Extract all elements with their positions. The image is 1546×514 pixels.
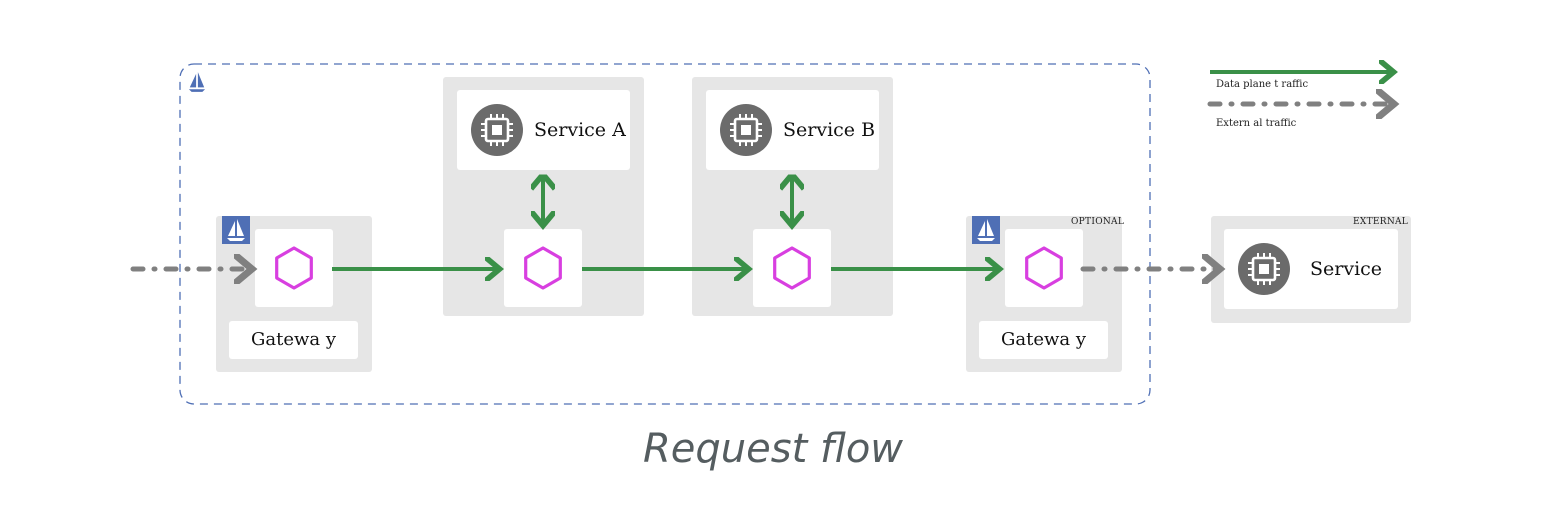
legend-external-label: Extern al traffic bbox=[1216, 118, 1297, 129]
ingress-proxy-box bbox=[255, 229, 333, 307]
ingress-gateway-label-box bbox=[229, 321, 358, 359]
service-b-label: Service B bbox=[783, 119, 876, 141]
ingress-proxy-hexagon-icon bbox=[275, 246, 313, 290]
mesh-boundary bbox=[179, 63, 1151, 405]
service-a-label: Service A bbox=[534, 119, 626, 141]
egress-proxy-box bbox=[1005, 229, 1083, 307]
external-service-chip-icon bbox=[1236, 241, 1292, 297]
service-a-proxy-hexagon-icon bbox=[524, 246, 562, 290]
external-tag: EXTERNAL bbox=[1353, 217, 1409, 227]
service-b-proxy-hexagon-icon bbox=[773, 246, 811, 290]
service-a-chip-icon bbox=[469, 102, 525, 158]
ingress-gateway-label: Gatewa y bbox=[250, 329, 337, 350]
egress-gateway-label-box bbox=[979, 321, 1108, 359]
service-b-chip-icon bbox=[718, 102, 774, 158]
optional-tag: OPTIONAL bbox=[1071, 217, 1125, 227]
diagram-title: Request flow bbox=[642, 426, 904, 472]
egress-proxy-hexagon-icon bbox=[1025, 246, 1063, 290]
egress-gateway-label: Gatewa y bbox=[1000, 329, 1087, 350]
external-service-label: Service bbox=[1310, 258, 1383, 280]
legend-data-plane-label: Data plane t raffic bbox=[1216, 79, 1309, 90]
service-a-proxy-box bbox=[504, 229, 582, 307]
ingress-sailboat-icon bbox=[227, 219, 245, 241]
service-b-proxy-box bbox=[753, 229, 831, 307]
mesh-sailboat-icon bbox=[188, 72, 206, 92]
egress-sailboat-icon bbox=[977, 219, 995, 241]
